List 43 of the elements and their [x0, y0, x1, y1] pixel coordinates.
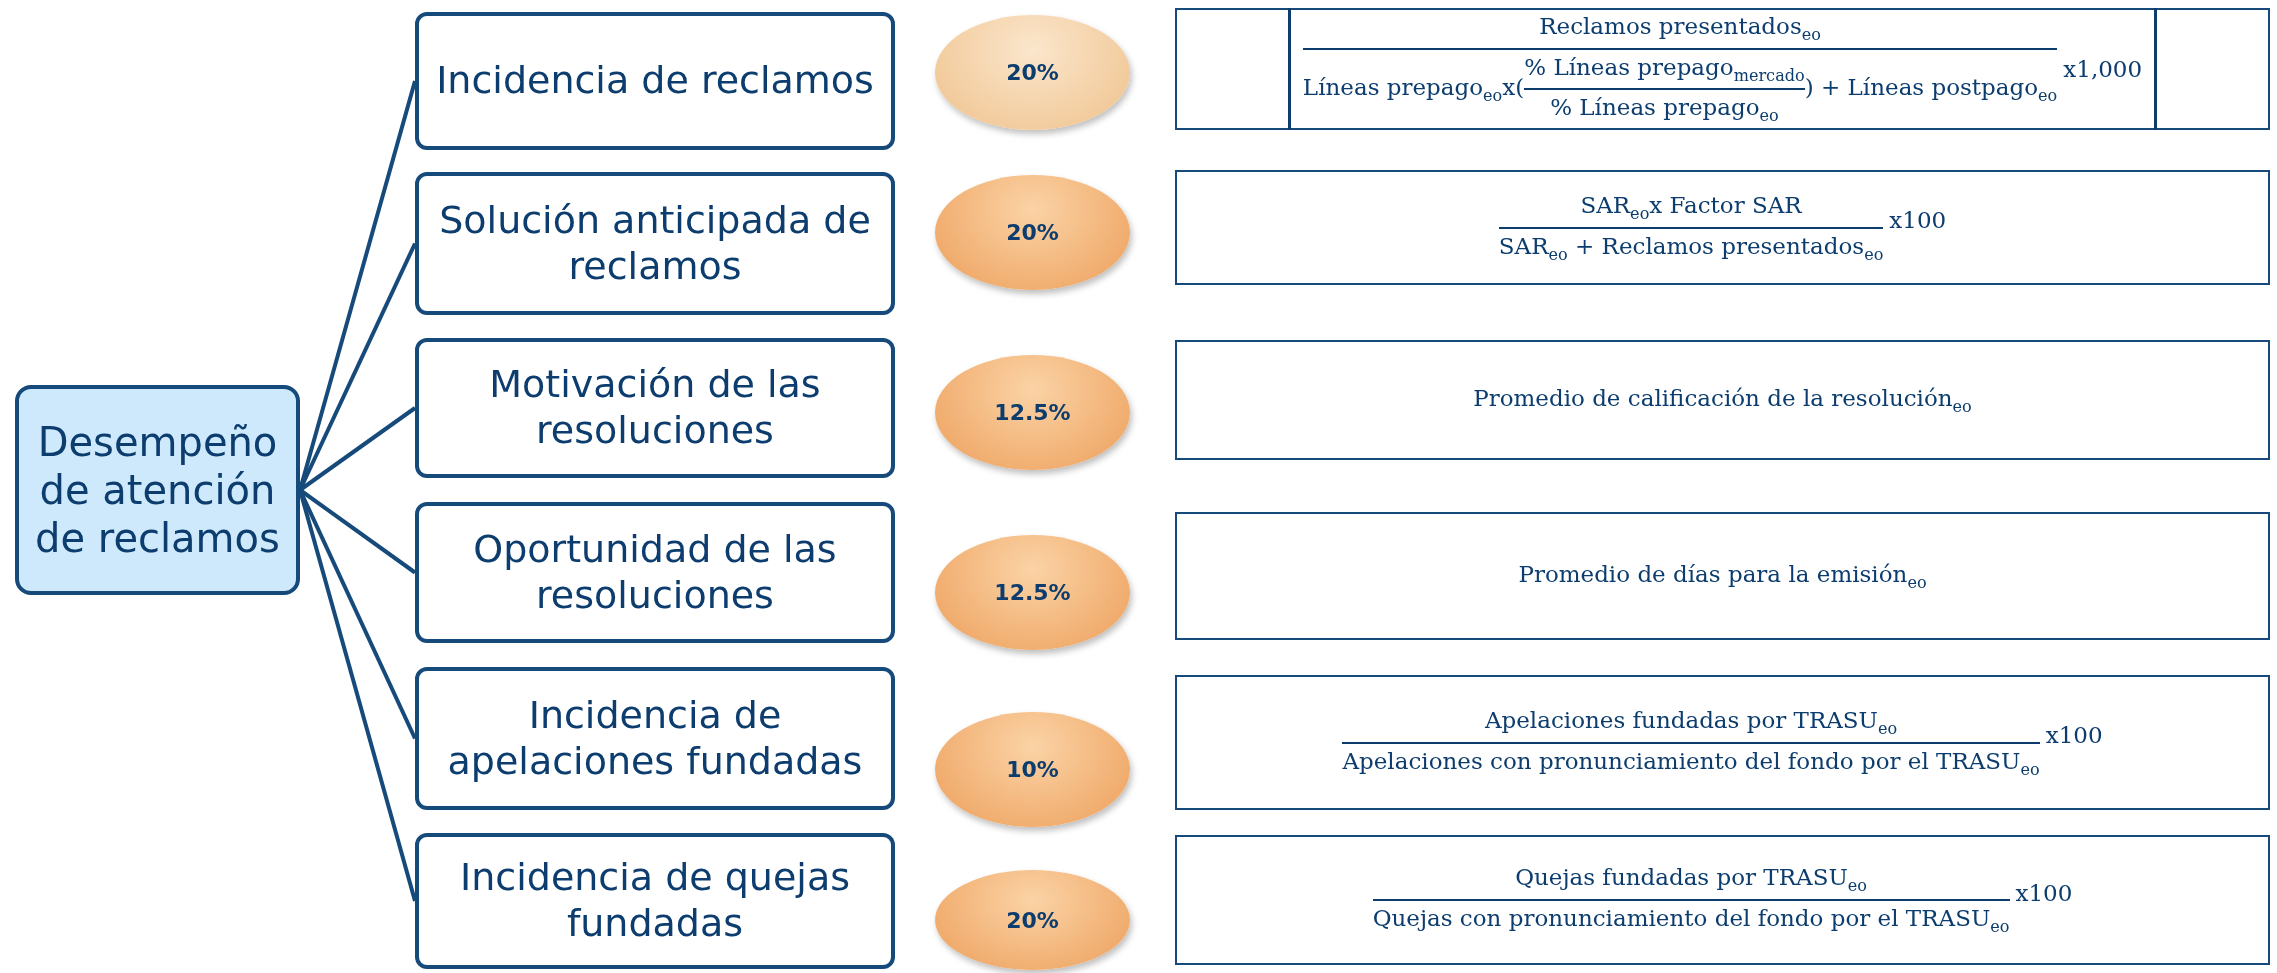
formula-text: x100 — [2045, 721, 2103, 750]
weight-value: 12.5% — [994, 580, 1071, 605]
formula-text: SAR$_{eo}$x Factor SAR — [1580, 190, 1802, 224]
formula-text: x1,000 — [2063, 54, 2143, 84]
criterion-label: Oportunidad de las resoluciones — [472, 526, 838, 619]
formula-text: SAR$_{eo}$ + Reclamos presentados$_{eo}$ — [1498, 231, 1884, 265]
formula-text: x100 — [2015, 878, 2073, 908]
formula-text: x100 — [1889, 206, 1947, 235]
formula-text: Quejas con pronunciamiento del fondo por el TRASU$_{eo}$ — [1372, 904, 2010, 937]
criterion-box — [415, 338, 895, 478]
weight-value: 20% — [1006, 60, 1059, 85]
formula-text: Apelaciones fundadas por TRASU$_{eo}$ — [1484, 705, 1898, 739]
criterion-label: Motivación de las resoluciones — [488, 362, 822, 454]
formula-box — [1175, 8, 2270, 130]
formula-box — [1175, 340, 2270, 460]
criterion-label: Solución anticipada de reclamos — [438, 197, 872, 290]
weight-value: 10% — [1006, 757, 1059, 782]
criterion-label: Incidencia de apelaciones fundadas — [446, 692, 864, 785]
criterion-box — [415, 667, 895, 810]
criterion-label: Incidencia de reclamos — [436, 58, 874, 104]
weight-value: 12.5% — [994, 400, 1071, 425]
criterion-box — [415, 172, 895, 315]
root-label: Desempeño de atención de reclamos — [34, 418, 281, 562]
criterion-box — [415, 502, 895, 643]
formula-text: Quejas fundadas por TRASU$_{eo}$ — [1515, 863, 1867, 896]
formula-text: Promedio de días para la emisión$_{eo}$ — [1518, 559, 1927, 593]
formula-text: % Líneas prepago$_{mercado}$ — [1524, 52, 1805, 86]
weight-value: 20% — [1006, 220, 1059, 245]
formula-text: Reclamos presentados$_{eo}$ — [1539, 11, 1821, 45]
formula-text: ) + Líneas postpago$_{eo}$ — [1804, 73, 2058, 106]
criterion-box — [415, 12, 895, 150]
formula-box — [1175, 675, 2270, 810]
criterion-box — [415, 833, 895, 969]
formula-box — [1175, 512, 2270, 640]
criterion-label: Incidencia de quejas fundadas — [459, 855, 851, 947]
root-box — [15, 385, 300, 595]
formula-text: % Líneas prepago$_{eo}$ — [1550, 93, 1779, 127]
formula-text: Promedio de calificación de la resolución$_{eo}$ — [1473, 383, 1972, 417]
formula-box — [1175, 835, 2270, 965]
formula-box — [1175, 170, 2270, 285]
formula-text: Líneas prepago$_{eo}$x( — [1302, 73, 1525, 106]
formula-text: Apelaciones con pronunciamiento del fondo por el TRASU$_{eo}$ — [1342, 746, 2040, 780]
weight-value: 20% — [1006, 907, 1059, 933]
